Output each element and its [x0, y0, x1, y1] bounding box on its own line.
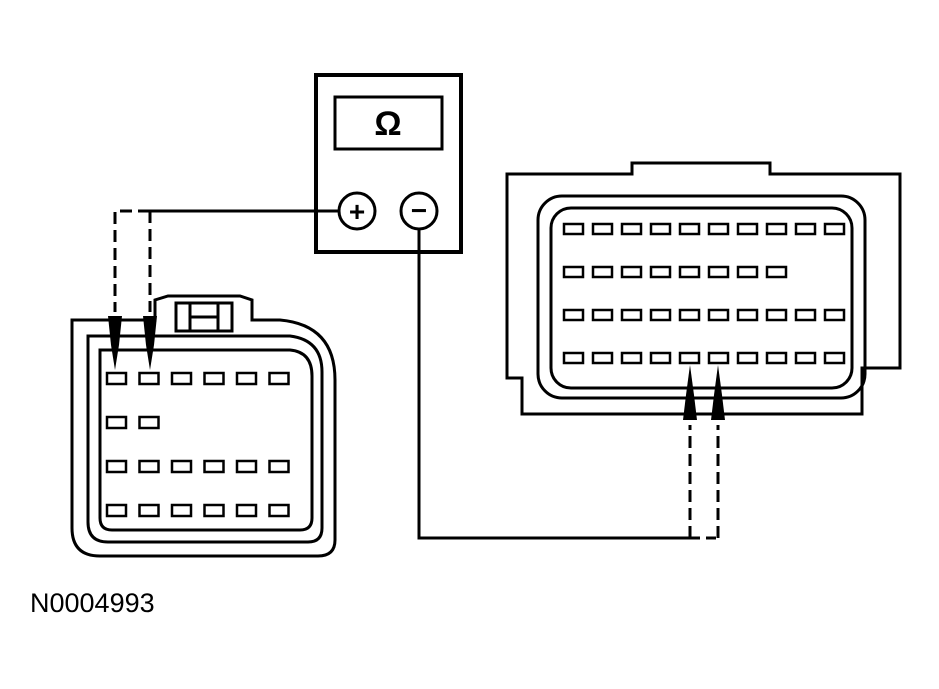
right-pin-cavity — [823, 222, 846, 236]
right-pin-cavity — [823, 351, 846, 365]
right-pin-cavity — [794, 308, 817, 322]
negative-lead — [417, 229, 690, 540]
test-leads — [113, 209, 720, 540]
left-pin-cavity — [105, 371, 128, 386]
right-pin-cavity — [678, 308, 701, 322]
right-pin-cavity — [765, 308, 788, 322]
left-pin-cavity — [235, 459, 258, 474]
left-pin-cavity — [170, 503, 193, 518]
right-connector-pins — [562, 222, 846, 365]
figure-id: N0004993 — [30, 588, 155, 618]
ohmmeter-display — [333, 95, 444, 151]
left-pin-cavity — [105, 503, 128, 518]
right-pin-cavity — [765, 351, 788, 365]
right-pin-cavity — [562, 308, 585, 322]
left-connector-face-inner — [98, 348, 314, 532]
right-pin-cavity — [620, 308, 643, 322]
left-connector-pins — [105, 371, 290, 518]
right-pin-cavity — [736, 222, 759, 236]
left-pin-cavity — [235, 371, 258, 386]
left-pin-cavity — [170, 371, 193, 386]
left-probe-1 — [108, 316, 122, 370]
ohmmeter: Ω + − — [314, 73, 463, 254]
right-connector-housing — [505, 161, 902, 416]
left-pin-cavity — [105, 459, 128, 474]
left-pin-cavity — [138, 459, 160, 474]
right-pin-cavity — [707, 308, 730, 322]
right-pin-cavity — [649, 308, 672, 322]
right-pin-cavity — [562, 351, 585, 365]
right-connector-face-outer — [536, 194, 867, 400]
right-connector-face-inner — [549, 206, 854, 390]
right-connector — [505, 161, 902, 416]
left-pin-cavity — [203, 371, 225, 386]
left-pin-cavity — [268, 459, 290, 474]
right-probe-2 — [711, 365, 725, 420]
left-probe-lead-1 — [113, 209, 150, 312]
right-pin-cavity — [707, 351, 730, 365]
right-pin-cavity — [794, 351, 817, 365]
left-pin-cavity — [268, 503, 290, 518]
right-pin-cavity — [678, 222, 701, 236]
right-pin-cavity — [591, 222, 614, 236]
right-pin-cavity — [591, 308, 614, 322]
left-pin-cavity — [203, 459, 225, 474]
left-connector-face-outer — [86, 334, 324, 544]
right-probe-1 — [683, 365, 697, 420]
left-pin-cavity — [138, 371, 160, 386]
left-pin-cavity — [170, 459, 193, 474]
right-pin-cavity — [765, 265, 788, 279]
right-pin-cavity — [678, 265, 701, 279]
right-pin-cavity — [823, 308, 846, 322]
right-pin-cavity — [765, 222, 788, 236]
right-pin-cavity — [591, 351, 614, 365]
left-pin-cavity — [105, 415, 128, 430]
right-pin-cavity — [591, 265, 614, 279]
negative-terminal-label: − — [411, 195, 427, 226]
right-pin-cavity — [562, 265, 585, 279]
right-pin-cavity — [620, 351, 643, 365]
left-pin-cavity — [203, 503, 225, 518]
right-pin-cavity — [649, 351, 672, 365]
right-pin-cavity — [562, 222, 585, 236]
right-pin-cavity — [649, 222, 672, 236]
right-pin-cavity — [649, 265, 672, 279]
left-connector-latch — [174, 301, 234, 333]
right-pin-cavity — [620, 222, 643, 236]
left-connector-housing — [70, 294, 337, 558]
left-probe-2 — [143, 316, 157, 370]
right-pin-cavity — [707, 265, 730, 279]
left-connector — [70, 294, 337, 558]
right-pin-cavity — [736, 308, 759, 322]
right-pin-cavity — [620, 265, 643, 279]
right-pin-cavity — [678, 351, 701, 365]
left-pin-cavity — [138, 503, 160, 518]
right-pin-cavity — [794, 222, 817, 236]
ohm-symbol: Ω — [374, 105, 401, 143]
left-pin-cavity — [235, 503, 258, 518]
right-pin-cavity — [707, 222, 730, 236]
positive-terminal-label: + — [349, 196, 365, 227]
right-pin-cavity — [736, 351, 759, 365]
left-pin-cavity — [268, 371, 290, 386]
right-pin-cavity — [736, 265, 759, 279]
left-pin-cavity — [138, 415, 160, 430]
